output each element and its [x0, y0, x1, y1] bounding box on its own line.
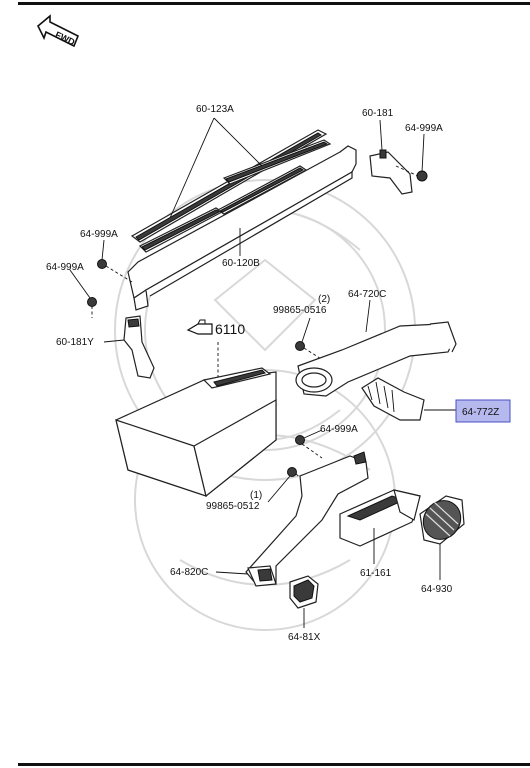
round-vent-64-930 [419, 495, 465, 545]
duct-64-820C [245, 451, 369, 587]
heater-unit-6110 [115, 367, 277, 498]
highlight-64-772Z[interactable] [455, 399, 511, 423]
label-64-820C: 64-820C [170, 567, 208, 578]
label-64-81X: 64-81X [288, 632, 321, 643]
small-vent-64-81X [289, 575, 319, 609]
screw-icon [87, 297, 97, 307]
defroster-nozzle-60-120B [127, 145, 357, 311]
bolt-icon [295, 341, 305, 351]
label-64-930: 64-930 [421, 584, 453, 595]
label-99865-0512: 99865-0512 [206, 501, 260, 512]
vent-duct-61-161 [339, 489, 421, 547]
label-60-120B: 60-120B [222, 258, 260, 269]
label-64-720C: 64-720C [348, 289, 386, 300]
label-99865-0516: 99865-0516 [273, 305, 327, 316]
duct-64-720C [295, 321, 457, 397]
screw-icon [97, 259, 107, 269]
label-6110: 6110 [215, 321, 245, 337]
bolt-icon [287, 467, 297, 477]
forward-arrow-icon: FWD [37, 14, 80, 47]
top-rule [18, 2, 530, 5]
screw-icon [295, 435, 305, 445]
label-99865-0512-qty: (1) [250, 490, 262, 501]
label-61-161: 61-161 [360, 568, 392, 579]
label-64-999A-mid: 64-999A [320, 424, 358, 435]
label-60-181: 60-181 [362, 108, 394, 119]
label-64-999A-top: 64-999A [405, 123, 443, 134]
defroster-grille-60-123A [130, 129, 332, 253]
side-duct-60-181Y [123, 315, 155, 379]
screw-icon [416, 170, 428, 182]
pointing-hand-icon [186, 319, 213, 335]
label-60-123A: 60-123A [196, 104, 234, 115]
label-64-772Z[interactable]: 64-772Z [462, 407, 499, 418]
label-64-999A-left2: 64-999A [46, 262, 84, 273]
side-duct-60-181 [369, 149, 413, 195]
label-64-999A-left1: 64-999A [80, 229, 118, 240]
label-60-181Y: 60-181Y [56, 337, 94, 348]
hose-64-772Z [361, 377, 425, 421]
label-99865-0516-qty: (2) [318, 294, 330, 305]
bottom-rule [18, 763, 530, 766]
